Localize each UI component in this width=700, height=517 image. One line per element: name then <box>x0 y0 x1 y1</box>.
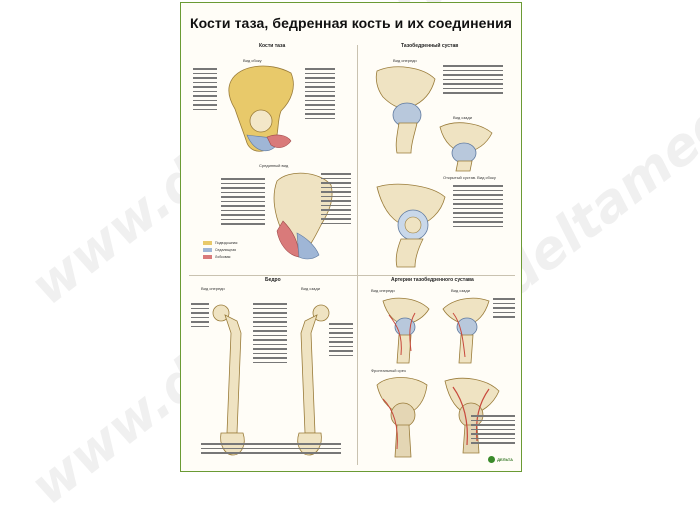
section-arteries: Артерии тазобедренного сустава <box>391 277 474 283</box>
caption-femur-front: Вид спереди <box>201 286 225 291</box>
label-lines-femur-mid <box>253 303 287 366</box>
brand-name: ДЕЛЬТА <box>497 457 513 462</box>
legend-pubis: Лобковая <box>203 255 230 259</box>
caption-art-back: Вид сзади <box>451 288 470 293</box>
anatomy-poster: Кости таза, бедренная кость и их соедине… <box>180 2 522 472</box>
caption-pelvis-medial: Срединный вид <box>259 163 289 168</box>
label-lines-medial-left <box>221 178 265 228</box>
frontal-cut-illustration <box>376 377 428 458</box>
brand-mark-icon <box>488 456 496 463</box>
label-lines-medial-right <box>321 173 351 227</box>
arteries-back-illustration <box>442 297 490 364</box>
legend-ischium: Седалищная <box>203 248 236 252</box>
legend-ilium-swatch <box>203 241 212 245</box>
vertical-divider <box>357 45 358 465</box>
label-lines-femur-right <box>329 323 353 359</box>
label-lines-hip-open <box>453 185 503 230</box>
caption-frontal-cut: Фронтальный срез <box>371 368 406 373</box>
hip-joint-back-illustration <box>439 122 493 172</box>
femur-front-illustration <box>212 304 245 456</box>
caption-hip-back: Вид сзади <box>453 115 472 120</box>
pelvis-medial-illustration <box>273 172 333 260</box>
pelvis-lateral-illustration <box>228 65 294 152</box>
brand-logo: ДЕЛЬТА <box>488 456 513 463</box>
legend-ilium-label: Подвздошная <box>215 241 238 245</box>
caption-femur-back: Вид сзади <box>301 286 320 291</box>
label-lines-pelvis-right <box>305 68 335 122</box>
legend-pubis-label: Лобковая <box>215 255 231 259</box>
horizontal-divider <box>189 275 515 276</box>
label-lines-femur-left <box>191 303 209 330</box>
hip-joint-front-illustration <box>375 66 436 154</box>
legend-ischium-swatch <box>203 248 212 252</box>
label-lines-femur-bottom <box>201 443 341 457</box>
caption-pelvis-lateral: Вид сбоку <box>243 58 262 63</box>
section-pelvis: Кости таза <box>259 43 286 49</box>
hip-vessels-illustration <box>444 377 500 454</box>
legend-ilium: Подвздошная <box>203 241 237 245</box>
label-lines-arteries-right <box>493 298 515 321</box>
femur-back-illustration <box>297 304 330 456</box>
legend-pubis-swatch <box>203 255 212 259</box>
poster-title: Кости таза, бедренная кость и их соедине… <box>189 15 513 31</box>
caption-hip-open: Открытый сустав. Вид сбоку <box>443 175 496 180</box>
label-lines-hip-right <box>443 65 503 97</box>
label-lines-cut-right <box>471 415 515 447</box>
caption-art-front: Вид спереди <box>371 288 395 293</box>
arteries-front-illustration <box>382 297 430 364</box>
hip-joint-open-illustration <box>376 183 446 268</box>
legend-ischium-label: Седалищная <box>215 248 237 252</box>
section-hip-joint: Тазобедренный сустав <box>401 43 459 49</box>
caption-hip-front: Вид спереди <box>393 58 417 63</box>
label-lines-pelvis <box>193 68 217 113</box>
section-femur: Бедро <box>265 277 281 283</box>
